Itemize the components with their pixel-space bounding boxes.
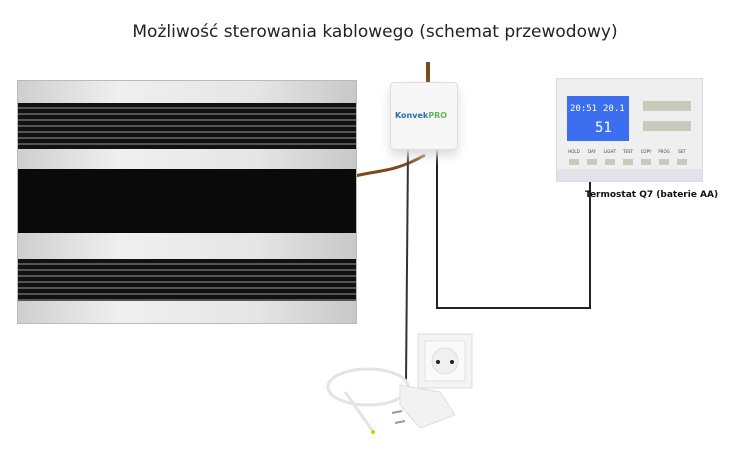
down-button <box>643 121 691 131</box>
signal-wire-thermostat <box>436 150 591 309</box>
power-adapter-image <box>326 367 456 434</box>
brand-name: Konvek <box>395 111 429 120</box>
btn-label: PROG <box>658 149 670 154</box>
thermo-btn <box>623 159 633 165</box>
wall-socket-image <box>417 333 473 389</box>
thermo-btn <box>677 159 687 165</box>
lcd-temp: 51 <box>595 120 612 136</box>
thermo-btn <box>587 159 597 165</box>
thermo-btn <box>659 159 669 165</box>
btn-label: COPY <box>640 149 652 154</box>
btn-label: DAY <box>588 149 596 154</box>
lcd-set-temp: 20.1 <box>603 104 625 114</box>
btn-label: SET <box>678 149 686 154</box>
diagram-title: Możliwość sterowania kablowego (schemat … <box>132 22 618 42</box>
convector-heater-image <box>17 80 357 324</box>
thermostat-buttons: HOLD DAY LIGHT TEST COPY PROG SET <box>565 145 695 167</box>
thermostat-display: 20:51 20.1 51 <box>567 96 629 141</box>
thermostat-q7-image: 20:51 20.1 51 HOLD DAY LIGHT TEST COPY P… <box>556 78 703 182</box>
thermo-btn <box>641 159 651 165</box>
btn-label: TEST <box>623 149 633 154</box>
up-button <box>643 101 691 111</box>
power-wire-convector <box>354 153 426 178</box>
thermostat-cover <box>557 169 702 181</box>
signal-wire-charger <box>405 149 409 383</box>
btn-label: HOLD <box>568 149 580 154</box>
thermostat-label: Termostat Q7 (baterie AA) <box>585 190 719 200</box>
konvekpro-controller-image: KonvekPRO <box>390 82 458 150</box>
btn-label: LIGHT <box>604 149 616 154</box>
brand-accent: PRO <box>428 111 448 120</box>
lcd-time: 20:51 <box>570 104 598 114</box>
thermo-btn <box>605 159 615 165</box>
thermo-btn <box>569 159 579 165</box>
